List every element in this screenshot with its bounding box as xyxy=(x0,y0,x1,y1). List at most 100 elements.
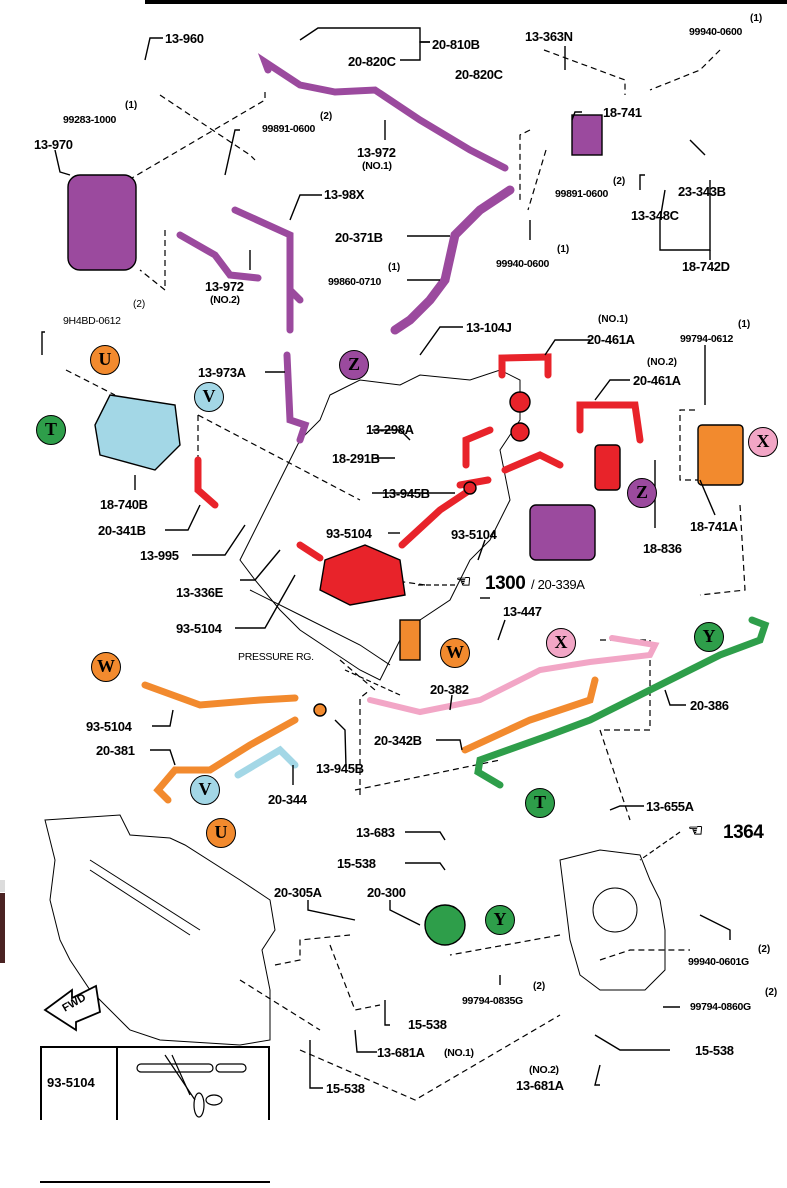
part-label: 20-381 xyxy=(96,743,135,758)
hoses-orange xyxy=(141,676,599,804)
part-label: 99940-0601G xyxy=(688,956,749,968)
hoses-green xyxy=(474,616,770,789)
part-label: 13-972 xyxy=(357,145,396,160)
pressure-regulator-label: PRESSURE RG. xyxy=(238,651,314,663)
part-label: 15-538 xyxy=(337,856,376,871)
part-label: 99860-0710 xyxy=(328,276,382,288)
part-sublabel: (NO.2) xyxy=(647,357,677,368)
connector-T-lower: T xyxy=(525,788,555,818)
connector-Y-lower: Y xyxy=(485,905,515,935)
reference-arrows xyxy=(344,584,681,861)
part-label: 13-363N xyxy=(525,29,573,44)
part-qty: (1) xyxy=(750,13,763,24)
connector-T-upper: T xyxy=(36,415,66,445)
part-label: 13-336E xyxy=(176,585,224,600)
part-label: 13-945B xyxy=(316,761,364,776)
part-label: 20-342B xyxy=(374,733,422,748)
pressure-regulator-bracket xyxy=(399,619,421,661)
part-qty: (2) xyxy=(613,176,626,187)
part-label: 13-447 xyxy=(503,604,542,619)
part-label: 93-5104 xyxy=(86,719,132,734)
solenoid-18-741 xyxy=(571,114,603,156)
part-label: 13-681A xyxy=(516,1078,564,1093)
part-label: 13-655A xyxy=(646,799,694,814)
part-label: 13-960 xyxy=(165,31,204,46)
part-label: 99891-0600 xyxy=(555,188,609,200)
hoses-light-blue xyxy=(234,745,299,779)
part-label: 20-341B xyxy=(98,523,146,538)
top-border xyxy=(145,0,787,4)
assembly-guide-lines xyxy=(65,49,746,1101)
hoses-purple xyxy=(176,53,515,444)
part-label: 13-348C xyxy=(631,208,679,223)
part-label: 20-386 xyxy=(690,698,729,713)
part-label: 18-740B xyxy=(100,497,148,512)
reference-1364[interactable]: 1364 xyxy=(723,822,764,843)
part-label: 15-538 xyxy=(408,1017,447,1032)
part-label: 99794-0860G xyxy=(690,1001,751,1013)
part-qty: (1) xyxy=(738,319,751,330)
part-label: 13-995 xyxy=(140,548,179,563)
part-label: 13-104J xyxy=(466,320,512,335)
reference-1300-suffix: / 20-339A xyxy=(531,577,585,592)
valve-20-300 xyxy=(424,904,466,946)
part-label: 99891-0600 xyxy=(262,123,316,135)
legend-code: 93-5104 xyxy=(47,1075,95,1090)
part-label: 13-945B xyxy=(382,486,430,501)
throttle-plate-20-339A xyxy=(529,504,596,561)
valve-red-2 xyxy=(510,422,530,442)
part-label: 13-681A xyxy=(377,1045,425,1060)
part-label: 13-298A xyxy=(366,422,414,437)
hoses-pink xyxy=(367,635,660,716)
part-label: 15-538 xyxy=(326,1081,365,1096)
part-sublabel: (NO.1) xyxy=(598,314,628,325)
part-label: 13-970 xyxy=(34,137,73,152)
connector-W-left: W xyxy=(91,652,121,682)
part-label: 15-538 xyxy=(695,1043,734,1058)
connector-U-lower: U xyxy=(206,818,236,848)
vacuum-switch xyxy=(594,444,621,491)
connector-X-lower: X xyxy=(546,628,576,658)
part-label: 20-344 xyxy=(268,792,307,807)
reference-1300[interactable]: 1300 xyxy=(485,573,526,594)
part-label: 99794-0612 xyxy=(680,333,734,345)
part-label: 13-683 xyxy=(356,825,395,840)
joint-13-945B-orange xyxy=(313,703,327,717)
part-qty: (1) xyxy=(388,262,401,273)
connector-W-right: W xyxy=(440,638,470,668)
part-qty: (1) xyxy=(125,100,138,111)
part-qty: (1) xyxy=(557,244,570,255)
part-label: 13-973A xyxy=(198,365,246,380)
connector-Y-upper: Y xyxy=(694,622,724,652)
part-label: 99940-0600 xyxy=(496,258,550,270)
joint-13-945B xyxy=(463,481,477,495)
manifold-component xyxy=(319,544,406,606)
part-sublabel: (NO.1) xyxy=(362,160,392,172)
window-edge-fragment xyxy=(0,880,5,892)
part-label: 99283-1000 xyxy=(63,114,117,126)
connector-Z-right: Z xyxy=(627,478,657,508)
connector-U-upper: U xyxy=(90,345,120,375)
scissors-icon xyxy=(136,1054,247,1118)
leader-lines xyxy=(41,27,731,1089)
part-label: 93-5104 xyxy=(326,526,372,541)
valve-red-1 xyxy=(509,391,531,413)
canister-13-970 xyxy=(67,174,137,271)
part-qty: (2) xyxy=(133,299,146,310)
part-sublabel: (NO.2) xyxy=(529,1064,559,1076)
part-qty: (2) xyxy=(758,944,771,955)
part-qty: (2) xyxy=(320,111,333,122)
legend-divider xyxy=(116,1046,118,1120)
part-label: 23-343B xyxy=(678,184,726,199)
part-label: 20-461A xyxy=(633,373,681,388)
part-qty: (2) xyxy=(765,987,778,998)
hoses-red xyxy=(194,353,644,562)
part-label: 93-5104 xyxy=(451,527,497,542)
part-label: 18-741A xyxy=(690,519,738,534)
connector-V-upper: V xyxy=(194,382,224,412)
part-label: 20-820C xyxy=(348,54,396,69)
window-edge-fragment xyxy=(0,893,5,963)
part-label: 20-300 xyxy=(367,885,406,900)
part-label: 99940-0600 xyxy=(689,26,743,38)
